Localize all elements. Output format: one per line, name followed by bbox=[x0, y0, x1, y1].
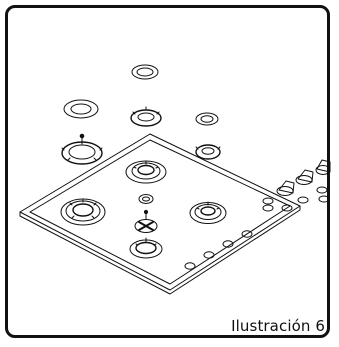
hob-plate-inner bbox=[29, 139, 291, 285]
burner-right bbox=[189, 201, 227, 224]
control-knobs bbox=[276, 159, 331, 196]
hob-plate-edge bbox=[19, 205, 301, 295]
burner-cap-large-left bbox=[63, 99, 99, 119]
burner-cap-top bbox=[131, 64, 159, 80]
burner-large-left bbox=[60, 198, 106, 226]
burner-head-large-left bbox=[61, 133, 103, 165]
knob-stems bbox=[262, 186, 330, 212]
burner-front bbox=[129, 237, 163, 259]
burner-cap-right bbox=[195, 112, 219, 126]
hob-plate-outer bbox=[19, 133, 301, 291]
burner-head-centre bbox=[130, 106, 162, 127]
burner-small-centre bbox=[134, 209, 158, 233]
figure-caption: Ilustración 6 bbox=[231, 317, 325, 335]
burner-head-right bbox=[195, 144, 221, 160]
injector-ring-centre bbox=[138, 194, 154, 204]
control-switches bbox=[184, 230, 253, 270]
burner-rear-centre bbox=[125, 160, 167, 184]
